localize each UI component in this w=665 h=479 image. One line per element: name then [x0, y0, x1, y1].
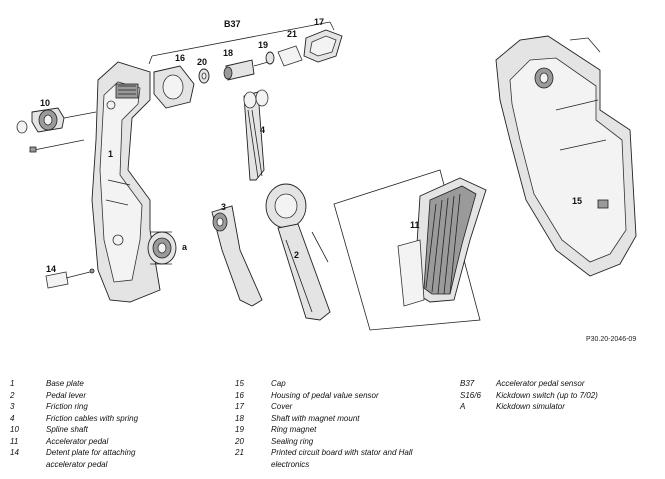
- legend-num: S16/6: [460, 390, 481, 400]
- callout-20: 20: [197, 57, 207, 67]
- legend-text: Pedal lever: [46, 390, 87, 400]
- legend-row: 4 Friction cables with spring: [10, 413, 236, 425]
- legend-num: 18: [235, 413, 244, 423]
- callout-b37: B37: [224, 19, 241, 29]
- callout-a: a: [182, 242, 188, 252]
- callout-18: 18: [223, 48, 233, 58]
- legend-row: 2 Pedal lever: [10, 390, 236, 402]
- legend-text: Cap: [271, 379, 286, 388]
- legend-text: Shaft with magnet mount: [271, 413, 360, 423]
- legend-row: 1 Base plate: [10, 378, 236, 390]
- callout-19: 19: [258, 40, 268, 50]
- legend-text: Kickdown simulator: [496, 402, 565, 411]
- legend-text: Accelerator pedal: [46, 436, 109, 446]
- figure-reference: P30.20-2046-09: [586, 336, 637, 343]
- legend-num: 15: [235, 379, 244, 388]
- accelerator-pedal-drawing: [333, 169, 487, 331]
- kickdown-simulator-drawing: [147, 231, 177, 265]
- spline-shaft-drawing: [16, 107, 97, 153]
- legend-text: Spline shaft: [46, 425, 88, 434]
- legend-row: 11 Accelerator pedal: [10, 436, 236, 448]
- legend-text: Kickdown switch (up to 7/02): [496, 390, 598, 400]
- legend-row: A Kickdown simulator: [460, 401, 665, 413]
- legend-row: 14 Detent plate for attaching accelerator…: [10, 447, 236, 470]
- legend-num: 16: [235, 390, 244, 400]
- legend-num: B37: [460, 379, 475, 388]
- legend-text: Detent plate for attaching accelerator p…: [46, 448, 136, 469]
- legend-text: Printed circuit board with stator and Ha…: [271, 448, 413, 469]
- legend-num: 1: [10, 379, 15, 388]
- callout-14: 14: [46, 264, 56, 274]
- legend-num: 3: [10, 402, 15, 411]
- sensor-parts-drawing: [153, 29, 343, 109]
- legend-num: 17: [235, 402, 244, 411]
- callout-16: 16: [175, 53, 185, 63]
- callout-21: 21: [287, 29, 297, 39]
- legend-num: 10: [10, 425, 19, 434]
- legend-num: 11: [10, 436, 19, 446]
- friction-ring-drawing: [211, 205, 263, 307]
- callout-labels: B37 17 16 20 18 19 21 10 1 4 3 2 a 14 11…: [40, 17, 582, 274]
- legend-column-2: 15 Cap 16 Housing of pedal value sensor 17…: [235, 378, 461, 470]
- callout-4: 4: [260, 125, 265, 135]
- legend-row: 17 Cover: [235, 401, 461, 413]
- pedal-lever-drawing: [265, 183, 331, 321]
- legend-text: Friction ring: [46, 402, 88, 411]
- legend-text: Housing of pedal value sensor: [271, 390, 379, 400]
- callout-3: 3: [221, 202, 226, 212]
- base-plate-drawing: [91, 61, 161, 303]
- detent-plate-drawing: [45, 268, 95, 289]
- callout-17: 17: [314, 17, 324, 27]
- legend-row: 18 Shaft with magnet mount: [235, 413, 461, 425]
- legend-row: 10 Spline shaft: [10, 424, 236, 436]
- legend-num: 19: [235, 425, 244, 434]
- legend-row: 15 Cap: [235, 378, 461, 390]
- legend-row: S16/6 Kickdown switch (up to 7/02): [460, 390, 665, 402]
- legend-row: 21 Printed circuit board with stator and …: [235, 447, 461, 470]
- legend-num: 2: [10, 390, 15, 400]
- assembled-unit-drawing: [495, 35, 637, 277]
- legend-row: 20 Sealing ring: [235, 436, 461, 448]
- legend-num: 21: [235, 448, 244, 457]
- legend-text: Friction cables with spring: [46, 413, 139, 423]
- callout-1: 1: [108, 149, 113, 159]
- legend-text: Accelerator pedal sensor: [496, 379, 585, 388]
- legend-row: 16 Housing of pedal value sensor: [235, 390, 461, 402]
- legend-row: B37 Accelerator pedal sensor: [460, 378, 665, 390]
- legend-num: 20: [235, 436, 244, 446]
- callout-10: 10: [40, 98, 50, 108]
- legend-num: A: [460, 402, 466, 411]
- legend-num: 14: [10, 448, 19, 457]
- callout-11: 11: [410, 220, 420, 230]
- legend-text: Base plate: [46, 379, 84, 388]
- callout-2: 2: [294, 250, 299, 260]
- friction-cables-drawing: [243, 89, 269, 181]
- legend-row: 3 Friction ring: [10, 401, 236, 413]
- legend-num: 4: [10, 413, 15, 423]
- sensor-group-bracket: [148, 21, 335, 65]
- legend-text: Ring magnet: [271, 425, 317, 434]
- legend-text: Sealing ring: [271, 436, 314, 446]
- legend-row: 19 Ring magnet: [235, 424, 461, 436]
- callout-15: 15: [572, 196, 582, 206]
- legend-text: Cover: [271, 402, 293, 411]
